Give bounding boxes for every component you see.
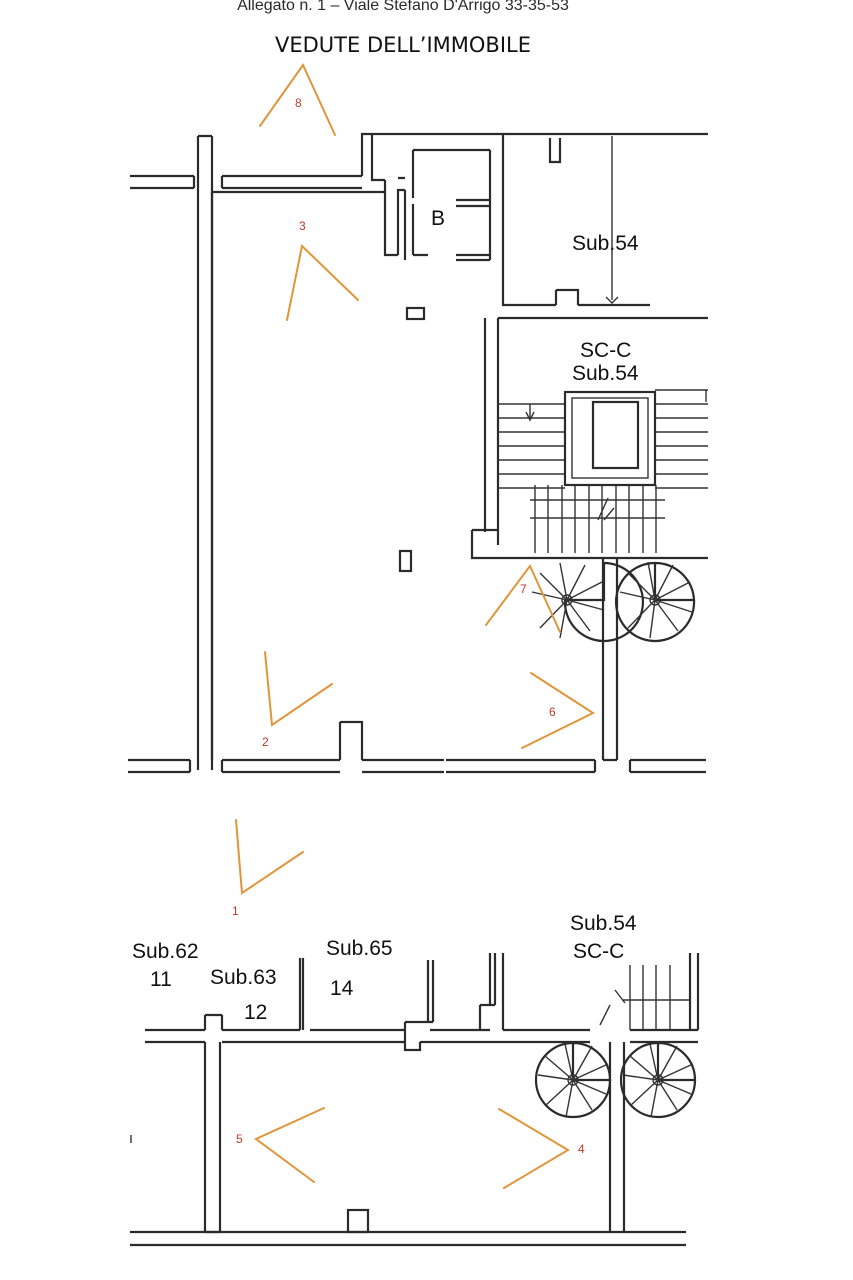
view-marker-4 [498,1108,570,1189]
spiral-stair-top-left [531,561,645,643]
room-b-label: B [431,207,445,230]
page-title: VEDUTE DELL’IMMOBILE [275,33,531,57]
view-markers: 8 3 7 2 6 1 5 4 [232,63,596,1189]
view-number-6: 6 [549,705,556,719]
view-number-3: 3 [299,219,306,233]
spiral-stair-top-right [614,561,696,643]
view-marker-2 [264,651,333,727]
sub65-number: 14 [330,977,354,1000]
view-number-2: 2 [262,735,269,749]
stair-sc-bottom-label: SC-C [573,940,624,963]
plan-top: B Sub.54 SC-C Sub.54 [128,132,708,774]
view-marker-8 [259,63,336,136]
view-marker-3 [286,244,359,321]
view-number-1: 1 [232,904,239,918]
stair-sc-label: SC-C [580,339,631,362]
view-marker-6 [521,672,596,749]
sub54-label: Sub.54 [572,232,639,255]
plan-bottom: Sub.62 11 Sub.63 12 Sub.65 14 Sub.54 SC-… [130,912,700,1247]
sub65-label: Sub.65 [326,937,393,960]
view-number-7: 7 [520,582,527,596]
view-number-8: 8 [295,96,302,110]
spiral-stair-bottom-right [619,1041,697,1119]
sub63-label: Sub.63 [210,966,277,989]
sub54-bottom-label: Sub.54 [570,912,637,935]
stair-sub-label: Sub.54 [572,362,639,385]
spiral-stair-bottom-left [534,1041,612,1119]
view-number-4: 4 [578,1142,585,1156]
sub62-label: Sub.62 [132,940,199,963]
view-marker-7 [485,564,561,633]
view-marker-1 [235,819,304,895]
sub62-number: 11 [150,968,172,991]
sub63-number: 12 [244,1001,267,1024]
view-number-5: 5 [236,1132,243,1146]
view-marker-5 [254,1107,325,1183]
attachment-caption: Allegato n. 1 – Viale Stefano D'Arrigo 3… [237,0,569,14]
